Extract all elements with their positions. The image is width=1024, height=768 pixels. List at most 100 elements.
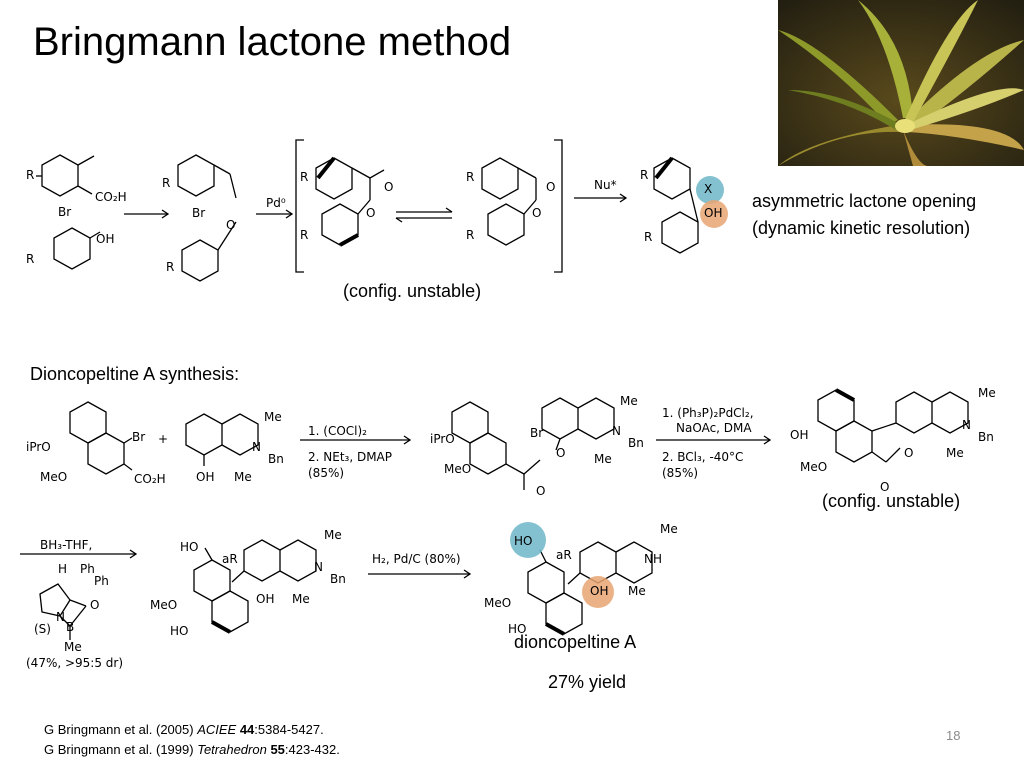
- br-label: Br: [530, 426, 544, 440]
- me-label: Me: [234, 470, 252, 484]
- o-label: O: [546, 180, 556, 194]
- o-label: O: [556, 446, 566, 460]
- step3-yield: (47%, >95:5 dr): [26, 656, 124, 670]
- oh-label: OH: [790, 428, 809, 442]
- step2-reagent-3: 2. BCl₃, -40°C: [662, 450, 744, 464]
- r-label: R: [644, 230, 653, 244]
- h-label: H: [58, 562, 68, 576]
- slide-number: 18: [946, 728, 961, 743]
- meo-label: MeO: [484, 596, 512, 610]
- ho-label: HO: [180, 540, 199, 554]
- reference-2-volume: 55: [266, 742, 285, 757]
- n-label: N: [314, 560, 323, 574]
- n-label: N: [252, 440, 261, 454]
- step3-reagent: BH₃-THF,: [40, 538, 93, 552]
- r-label: R: [300, 228, 309, 242]
- me-label: Me: [64, 640, 82, 654]
- br-label: Br: [192, 206, 206, 220]
- oh-label: OH: [96, 232, 115, 246]
- oh-label: OH: [704, 206, 723, 220]
- reference-1-authors: G Bringmann et al. (2005): [44, 722, 198, 737]
- plus-sign: +: [158, 432, 169, 446]
- reference-1: G Bringmann et al. (2005) ACIEE 44:5384-…: [44, 722, 324, 737]
- product-yield: 27% yield: [548, 672, 627, 692]
- ipro-label: iPrO: [26, 440, 51, 454]
- r-label: R: [166, 260, 175, 274]
- n-label: N: [962, 418, 971, 432]
- reference-1-pages: :5384-5427.: [254, 722, 324, 737]
- o-label: O: [904, 446, 914, 460]
- step2-yield: (85%): [662, 466, 699, 480]
- me-label: Me: [946, 446, 964, 460]
- me-label: Me: [264, 410, 282, 424]
- oh-label: OH: [590, 584, 609, 598]
- ho-label: HO: [514, 534, 533, 548]
- bn-label: Bn: [628, 436, 644, 450]
- meo-label: MeO: [150, 598, 178, 612]
- o-label: O: [366, 206, 376, 220]
- r-label: R: [300, 170, 309, 184]
- me-label: Me: [292, 592, 310, 606]
- ho-label: HO: [508, 622, 527, 636]
- ipro-label: iPrO: [430, 432, 455, 446]
- me-label: Me: [620, 394, 638, 408]
- br-label: Br: [58, 205, 72, 219]
- config-unstable-note: (config. unstable): [343, 281, 482, 301]
- slide-title: Bringmann lactone method: [33, 20, 512, 64]
- r-label: R: [162, 176, 171, 190]
- n-label: N: [56, 610, 65, 624]
- plant-photo-image: [778, 0, 1024, 166]
- co2h-label: CO₂H: [134, 472, 166, 486]
- dkr-note: (dynamic kinetic resolution): [752, 218, 971, 238]
- nh-label: NH: [644, 552, 662, 566]
- o-label: O: [90, 598, 100, 612]
- reference-2-journal: Tetrahedron: [197, 742, 267, 757]
- reference-2: G Bringmann et al. (1999) Tetrahedron 55…: [44, 742, 340, 757]
- x-label: X: [704, 182, 713, 196]
- r-label: R: [640, 168, 649, 182]
- step1-yield: (85%): [308, 466, 345, 480]
- oh-label: OH: [196, 470, 215, 484]
- step2-reagent-2: NaOAc, DMA: [676, 421, 752, 435]
- me-label: Me: [628, 584, 646, 598]
- r-label: R: [466, 170, 475, 184]
- o-label: O: [880, 480, 890, 494]
- meo-label: MeO: [800, 460, 828, 474]
- step1-reagent-2: 2. NEt₃, DMAP: [308, 450, 393, 464]
- o-label: O: [384, 180, 394, 194]
- plant-photo: [778, 0, 1024, 166]
- o-label: O: [532, 206, 542, 220]
- product-name: dioncopeltine A: [514, 632, 637, 652]
- meo-label: MeO: [444, 462, 472, 476]
- o-label: O: [536, 484, 546, 498]
- pd-catalyst-label: Pd⁰: [266, 196, 286, 210]
- r-label: R: [466, 228, 475, 242]
- br-label: Br: [132, 430, 146, 444]
- bn-label: Bn: [978, 430, 994, 444]
- nu-label: Nu*: [594, 178, 617, 192]
- lactone-opening-note: asymmetric lactone opening: [752, 191, 977, 211]
- n-label: N: [612, 424, 621, 438]
- b-label: B: [66, 620, 75, 634]
- ho-label: HO: [170, 624, 189, 638]
- meo-label: MeO: [40, 470, 68, 484]
- me-label: Me: [324, 528, 342, 542]
- s-config-label: (S): [34, 622, 51, 636]
- me-label: Me: [594, 452, 612, 466]
- r-label: R: [26, 252, 35, 266]
- config-unstable-note-2: (config. unstable): [822, 491, 961, 511]
- bn-label: Bn: [268, 452, 284, 466]
- ar-label: aR: [556, 548, 572, 562]
- me-label: Me: [660, 522, 678, 536]
- step1-reagent-1: 1. (COCl)₂: [308, 424, 367, 438]
- step4-reagent: H₂, Pd/C (80%): [372, 552, 461, 566]
- ar-label: aR: [222, 552, 238, 566]
- dioncopeltine-heading: Dioncopeltine A synthesis:: [30, 364, 240, 384]
- r-label: R: [26, 168, 35, 182]
- oh-label: OH: [256, 592, 275, 606]
- step2-reagent-1: 1. (Ph₃P)₂PdCl₂,: [662, 406, 754, 420]
- co2h-label: CO₂H: [95, 190, 127, 204]
- reference-1-volume: 44: [236, 722, 255, 737]
- bn-label: Bn: [330, 572, 346, 586]
- o-label: O: [226, 218, 236, 232]
